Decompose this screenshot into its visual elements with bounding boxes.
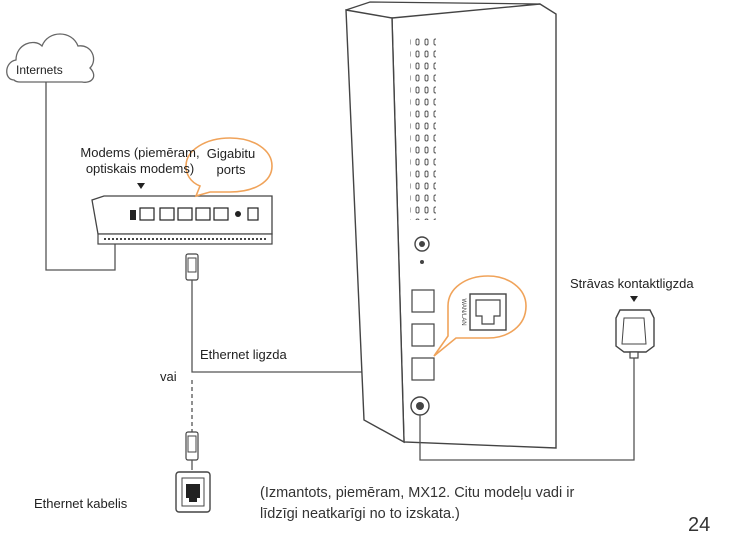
power-outlet-label: Strāvas kontaktligzda	[570, 276, 694, 291]
power-arrow-icon	[630, 296, 638, 302]
page-number: 24	[688, 514, 711, 536]
gigabit-label-line2: ports	[216, 162, 246, 177]
modem-icon	[91, 195, 273, 245]
rj45-plug-icon	[185, 253, 199, 281]
ethernet-cable-solid	[191, 280, 370, 373]
internet-label: Internets	[16, 63, 63, 77]
internet-cable	[45, 82, 116, 271]
power-adapter-icon	[615, 309, 655, 359]
router-icon	[345, 1, 557, 449]
gigabit-label: Gigabitu ports	[196, 146, 266, 178]
ethernet-socket-icon	[175, 471, 211, 513]
modem-label-line2: optiskais modems)	[85, 161, 195, 176]
modem-label-line1: Modems (piemēram,	[80, 145, 200, 160]
power-cable	[419, 356, 635, 461]
ethernet-cable-label: Ethernet kabelis	[34, 496, 128, 511]
gigabit-callout	[185, 137, 273, 198]
modem-arrow-icon	[137, 183, 145, 189]
modem-label: Modems (piemēram, optiskais modems)	[50, 145, 230, 177]
model-note-line2: līdzīgi neatkarīgi no to izskata.)	[260, 506, 460, 522]
gigabit-label-line1: Gigabitu	[206, 146, 256, 161]
ethernet-port-label: Ethernet ligzda	[200, 347, 287, 362]
port-callout: WAN/LAN	[433, 275, 527, 357]
svg-text:WAN/LAN: WAN/LAN	[460, 298, 466, 325]
socket-plug-icon	[185, 431, 199, 470]
model-note-line1: (Izmantots, piemēram, MX12. Citu modeļu …	[260, 485, 575, 501]
or-label: vai	[160, 369, 177, 384]
cloud-icon	[6, 33, 95, 83]
